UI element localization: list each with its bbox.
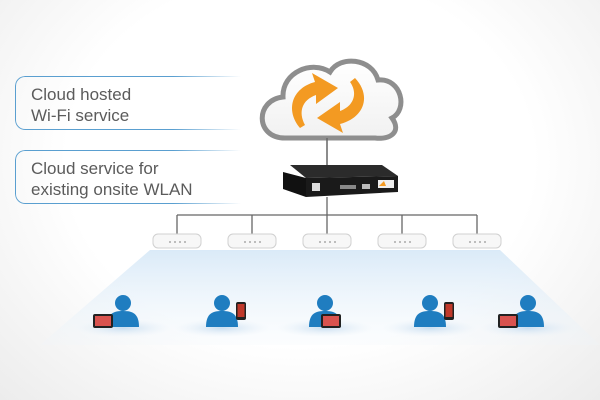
label-cloud-service-line2: existing onsite WLAN bbox=[31, 180, 193, 199]
tablet-icon bbox=[93, 314, 113, 328]
access-point-icon bbox=[227, 233, 277, 249]
smartphone-icon bbox=[236, 302, 246, 320]
label-cloud-hosted-line1: Cloud hosted bbox=[31, 85, 132, 104]
access-point-icon bbox=[377, 233, 427, 249]
user-icon bbox=[206, 295, 238, 327]
access-point-icon bbox=[452, 233, 502, 249]
user-icon bbox=[107, 295, 139, 327]
label-box-cloud-hosted bbox=[15, 76, 241, 130]
label-cloud-hosted-line2: Wi-Fi service bbox=[31, 106, 130, 125]
user-icon bbox=[512, 295, 544, 327]
label-cloud-hosted: Cloud hosted Wi-Fi service bbox=[31, 84, 131, 126]
controller-appliance-icon bbox=[283, 165, 398, 197]
tablet-icon bbox=[321, 314, 341, 328]
access-point-icon bbox=[152, 233, 202, 249]
sync-arrows-icon bbox=[292, 73, 365, 133]
label-cloud-service-line1: Cloud service for bbox=[31, 159, 159, 178]
floor-shadow bbox=[382, 319, 478, 337]
user-icon bbox=[414, 295, 446, 327]
smartphone-icon bbox=[444, 302, 454, 320]
floor-shadow bbox=[174, 319, 270, 337]
label-box-cloud-service bbox=[15, 150, 241, 204]
cloud-icon bbox=[259, 58, 404, 141]
access-point-icon bbox=[302, 233, 352, 249]
label-cloud-service: Cloud service for existing onsite WLAN bbox=[31, 158, 193, 200]
network-links bbox=[176, 197, 478, 234]
tablet-icon bbox=[498, 314, 518, 328]
